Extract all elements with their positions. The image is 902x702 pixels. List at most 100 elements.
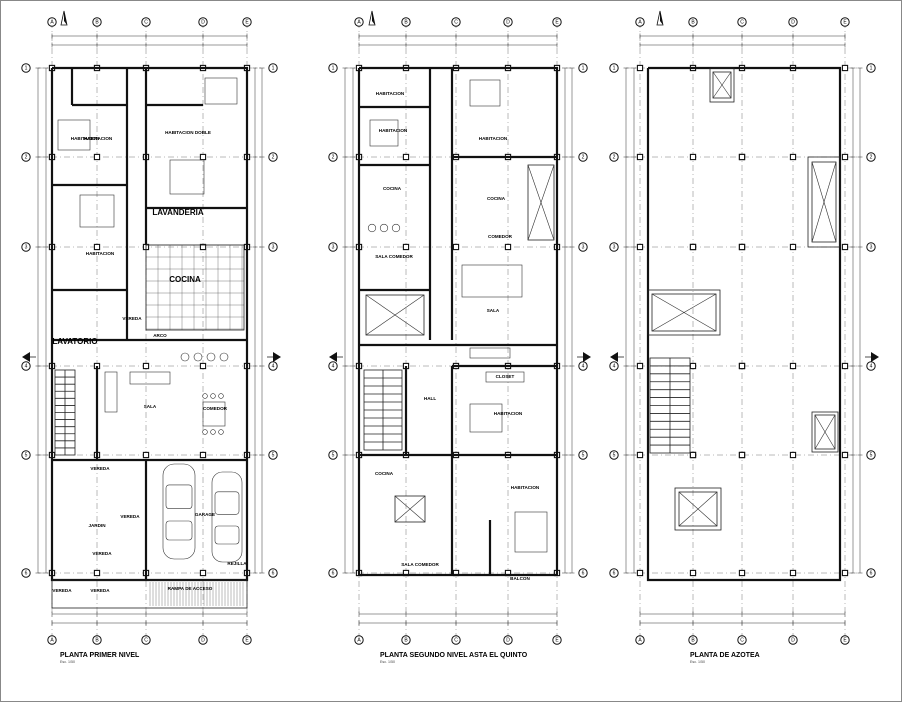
- grid-bubble: E: [242, 17, 252, 27]
- room-label: HABITACION: [71, 136, 100, 141]
- section-arrow-shape: [871, 352, 879, 362]
- grid-bubble-label: D: [791, 638, 795, 644]
- room-label: HABITACION: [511, 485, 540, 490]
- void-diagonal: [678, 491, 718, 527]
- grid-bubble: 2: [328, 152, 338, 162]
- grid-bubble-label: A: [50, 20, 54, 26]
- column-icon: [689, 569, 697, 577]
- grid-bubble-label: 4: [25, 364, 28, 370]
- grid-bubble-label: 2: [25, 155, 28, 161]
- grid-bubble-label: A: [357, 638, 361, 644]
- north-arrow-icon: [60, 10, 68, 26]
- car-icon: [162, 463, 196, 560]
- grid-bubble: 2: [578, 152, 588, 162]
- grid-bubble-circle: [503, 17, 513, 27]
- room-label: HABITACION DOBLE: [165, 130, 211, 135]
- grid-bubble-circle: [578, 242, 588, 252]
- column-icon: [402, 243, 410, 251]
- grid-bubble-circle: [609, 242, 619, 252]
- grid-bubble: 5: [328, 450, 338, 460]
- column-icon: [841, 243, 849, 251]
- grid-bubble-label: 5: [582, 453, 585, 459]
- grid-bubble: D: [788, 635, 798, 645]
- grid-bubble-circle: [354, 17, 364, 27]
- grid-bubble-circle: [328, 242, 338, 252]
- grid-bubble: B: [401, 17, 411, 27]
- grid-bubble-circle: [609, 63, 619, 73]
- grid-bubble: D: [503, 17, 513, 27]
- bed: [469, 79, 501, 107]
- grid-bubble: C: [141, 635, 151, 645]
- grid-bubble: C: [451, 635, 461, 645]
- grid-bubble-circle: [503, 635, 513, 645]
- room-label: REJILLA: [227, 561, 247, 566]
- void-diagonal: [651, 293, 717, 332]
- grid-bubble: 3: [268, 242, 278, 252]
- grid-bubble-label: E: [245, 638, 249, 644]
- column-icon: [636, 362, 644, 370]
- grid-bubble-label: C: [740, 638, 744, 644]
- grid-bubble: 3: [609, 242, 619, 252]
- grid-bubble-label: 2: [613, 155, 616, 161]
- grid-bubble-label: E: [843, 638, 847, 644]
- grid-bubble: A: [354, 17, 364, 27]
- grid-bubble-label: 2: [272, 155, 275, 161]
- grid-bubble-label: 5: [870, 453, 873, 459]
- sofa: [104, 371, 118, 413]
- grid-bubble-circle: [688, 17, 698, 27]
- grid-bubble: 2: [866, 152, 876, 162]
- car-windshield: [214, 491, 240, 515]
- front-strip: [51, 579, 248, 609]
- column-icon: [199, 451, 207, 459]
- grid-bubble: 6: [21, 568, 31, 578]
- section-arrow-shape: [273, 352, 281, 362]
- grid-bubble: 5: [866, 450, 876, 460]
- bed: [369, 119, 399, 147]
- grid-bubble: 1: [578, 63, 588, 73]
- column-icon: [738, 243, 746, 251]
- grid-bubble-label: 4: [582, 364, 585, 370]
- room-label: LAVATORIO: [52, 337, 97, 346]
- room-label: CLOSET: [496, 374, 515, 379]
- column-icon: [142, 362, 150, 370]
- grid-bubble-label: 1: [332, 66, 335, 72]
- grid-bubble: 5: [268, 450, 278, 460]
- grid-bubble-circle: [198, 17, 208, 27]
- grid-bubble: A: [635, 17, 645, 27]
- grid-bubble: A: [47, 17, 57, 27]
- chair: [202, 393, 208, 399]
- column-icon: [504, 243, 512, 251]
- grid-bubble: D: [198, 17, 208, 27]
- grid-bubble-label: 3: [25, 245, 28, 251]
- grid-bubble: 3: [578, 242, 588, 252]
- grid-bubble: D: [198, 635, 208, 645]
- grid-bubble: 3: [866, 242, 876, 252]
- decorative-circle: [180, 352, 190, 362]
- grid-bubble-circle: [866, 568, 876, 578]
- grid-bubble-circle: [688, 635, 698, 645]
- room-label: VEREDA: [90, 588, 110, 593]
- north-arrow-icon: [368, 10, 376, 26]
- grid-bubble: B: [401, 635, 411, 645]
- grid-bubble: 2: [609, 152, 619, 162]
- grid-bubble-label: 2: [870, 155, 873, 161]
- grid-bubble-circle: [737, 17, 747, 27]
- chair: [202, 429, 208, 435]
- chair: [391, 223, 401, 233]
- grid-bubble-label: 3: [582, 245, 585, 251]
- grid-bubble-label: 5: [25, 453, 28, 459]
- room-label: GARAGE: [195, 512, 215, 517]
- decorative-circle: [206, 352, 216, 362]
- void-outline: [678, 491, 718, 527]
- grid-bubble: 6: [578, 568, 588, 578]
- decorative-circle: [219, 352, 229, 362]
- section-arrow-icon: [22, 352, 36, 362]
- bed: [57, 119, 91, 151]
- grid-bubble-circle: [840, 17, 850, 27]
- grid-bubble: B: [92, 17, 102, 27]
- column-icon: [93, 569, 101, 577]
- column-icon: [841, 451, 849, 459]
- grid-bubble-label: 2: [582, 155, 585, 161]
